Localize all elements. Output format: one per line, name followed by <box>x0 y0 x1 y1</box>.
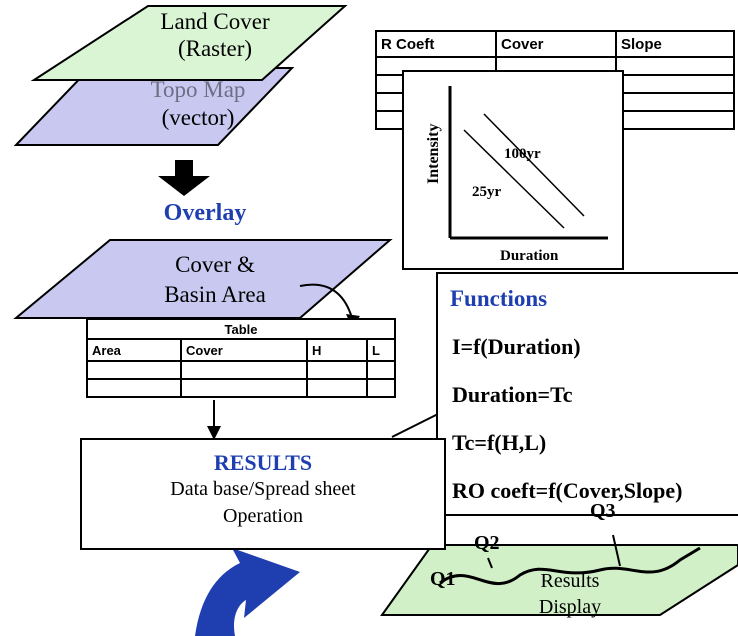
topo-map-subtitle: (vector) <box>161 105 235 130</box>
function-line-3: Tc=f(H,L) <box>452 430 547 455</box>
idf-xlabel: Duration <box>500 248 559 264</box>
land-cover-layer <box>30 5 348 81</box>
results-display-subtitle: Display <box>538 596 602 618</box>
cover-basin-subtitle: Basin Area <box>164 282 266 307</box>
feedback-arrow <box>195 548 300 636</box>
results-line-2: Operation <box>223 505 303 527</box>
function-line-1: I=f(Duration) <box>452 334 581 359</box>
basin-header-h: H <box>306 338 368 362</box>
flow-label-q3: Q3 <box>590 500 616 522</box>
functions-title: Functions <box>450 286 548 311</box>
basin-header-l: L <box>366 338 396 362</box>
land-cover-label: Land Cover (Raster) <box>150 8 280 62</box>
idf-curve-100yr <box>483 113 585 217</box>
cover-basin-title: Cover & <box>175 252 255 277</box>
stream-line <box>439 546 701 586</box>
cover-basin-label: Cover & Basin Area <box>140 250 290 310</box>
results-display-title: Results <box>540 570 600 592</box>
results-display-layer <box>380 544 738 616</box>
idf-label-100yr: 100yr <box>504 146 541 162</box>
results-title: RESULTS <box>213 450 313 475</box>
topo-map-title: Topo Map <box>150 77 246 102</box>
idf-curve-25yr <box>463 129 565 229</box>
idf-chart-svg: 100yr 25yr Intensity Duration <box>425 86 608 264</box>
functions-box: Functions I=f(Duration) Duration=Tc Tc=f… <box>436 272 738 516</box>
coef-header-r-coeft: R Coeft <box>375 30 497 58</box>
topo-map-label: Topo Map (vector) <box>138 76 258 132</box>
idf-ylabel: Intensity <box>425 124 442 184</box>
coef-header-slope: Slope <box>615 30 735 58</box>
results-display-label: Results Display <box>520 568 620 620</box>
flow-label-q2: Q2 <box>474 532 500 554</box>
function-line-2: Duration=Tc <box>452 382 573 407</box>
basin-table-title: Table <box>86 318 396 340</box>
function-line-4: RO coeft=f(Cover,Slope) <box>452 478 683 503</box>
basin-to-table-arrow <box>299 283 353 319</box>
idf-chart-box: 100yr 25yr Intensity Duration <box>402 70 624 270</box>
overlay-label: Overlay <box>163 200 247 226</box>
idf-label-25yr: 25yr <box>472 184 502 200</box>
results-box: RESULTS Data base/Spread sheet Operation <box>80 438 446 550</box>
land-cover-title: Land Cover <box>160 9 270 34</box>
coef-header-cover: Cover <box>495 30 617 58</box>
basin-header-area: Area <box>86 338 182 362</box>
flow-label-q1: Q1 <box>430 568 456 590</box>
results-line-1: Data base/Spread sheet <box>170 478 356 500</box>
basin-header-cover: Cover <box>180 338 308 362</box>
basin-table: Table Area Cover H L <box>86 318 396 398</box>
land-cover-subtitle: (Raster) <box>177 36 253 61</box>
overlay-down-arrow <box>158 160 210 196</box>
